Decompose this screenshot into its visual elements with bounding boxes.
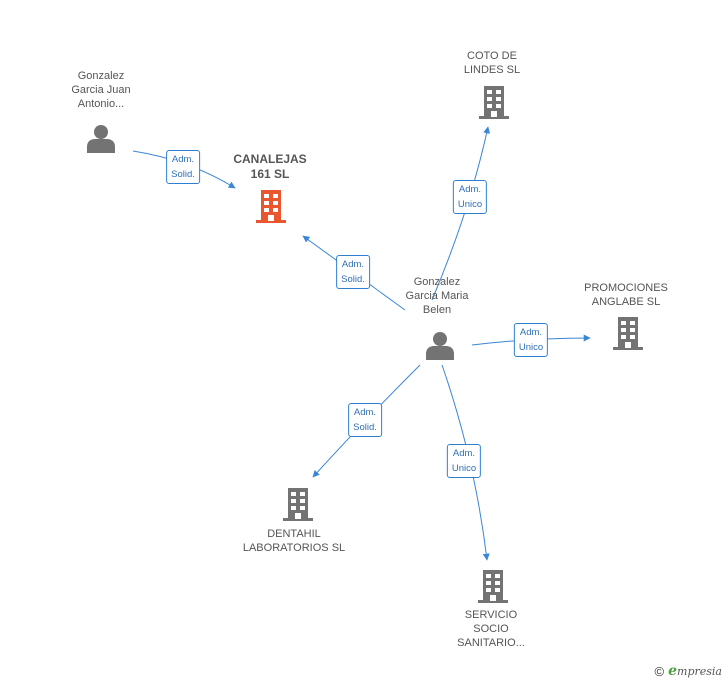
building-icon[interactable] (612, 316, 644, 351)
building-icon[interactable] (477, 569, 509, 604)
person-icon[interactable] (425, 330, 455, 360)
edge-badge-maria-dentahil[interactable]: Adm. Solid. (348, 403, 382, 437)
node-label-dentahil[interactable]: DENTAHIL LABORATORIOS SL (242, 528, 346, 554)
brand-logo[interactable]: empresia (668, 663, 722, 679)
edge-badge-maria-coto[interactable]: Adm. Unico (452, 180, 488, 214)
copyright-footer: © empresia (655, 663, 722, 679)
building-icon[interactable] (255, 189, 287, 224)
edge-badge-maria-promociones[interactable]: Adm. Unico (513, 323, 549, 357)
node-label-servicio[interactable]: SERVICIO SOCIO SANITARIO... (457, 609, 525, 649)
edge-badge-maria-servicio[interactable]: Adm. Unico (446, 444, 482, 478)
node-label-canalejas[interactable]: CANALEJAS 161 SL (233, 152, 307, 181)
person-icon[interactable] (86, 123, 116, 153)
node-label-person-maria[interactable]: Gonzalez Garcia Maria Belen (405, 276, 469, 316)
copyright-icon: © (654, 663, 665, 679)
edge-badge-maria-canalejas[interactable]: Adm. Solid. (336, 255, 370, 289)
node-label-person-juan[interactable]: Gonzalez Garcia Juan Antonio... (71, 70, 131, 110)
node-label-coto[interactable]: COTO DE LINDES SL (463, 50, 521, 76)
node-label-promociones[interactable]: PROMOCIONES ANGLABE SL (584, 282, 668, 308)
edge-badge-juan-canalejas[interactable]: Adm. Solid. (166, 150, 200, 184)
building-icon[interactable] (282, 487, 314, 522)
building-icon[interactable] (478, 85, 510, 120)
